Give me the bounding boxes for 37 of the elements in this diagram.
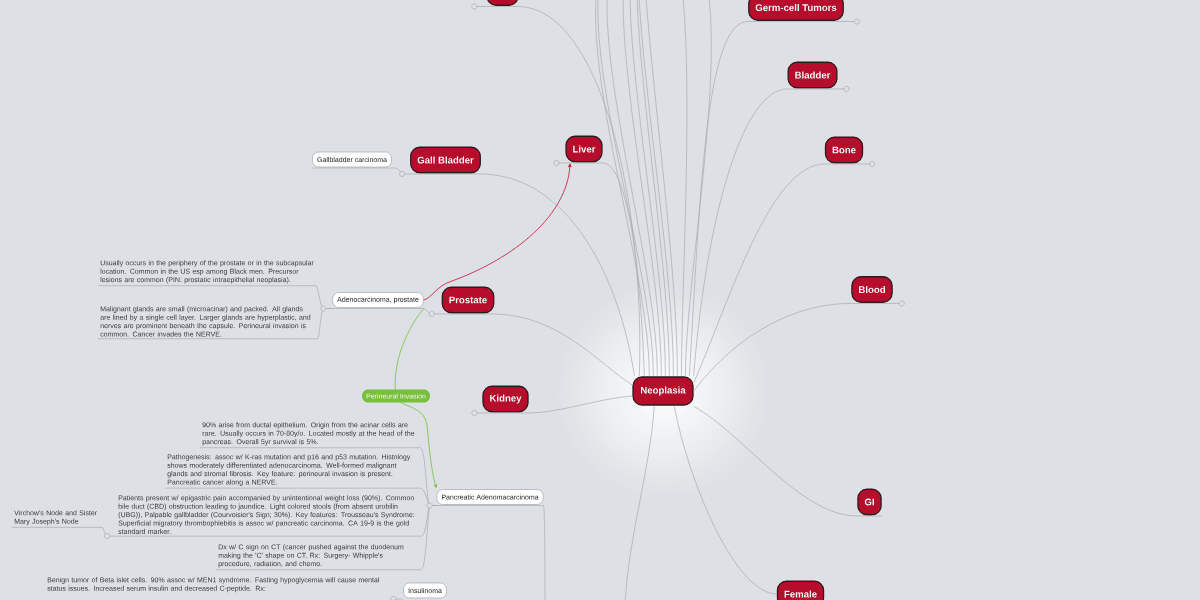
topic-box: Gall Bladder (410, 146, 481, 174)
connector-line (674, 405, 778, 595)
connector-line (331, 308, 442, 315)
connector-line (693, 88, 838, 377)
topic-box: Prostate (441, 286, 495, 314)
connector-line (693, 303, 894, 392)
connector-line (693, 405, 883, 517)
connector-line (624, 405, 655, 600)
topic-box: Liver (565, 135, 603, 163)
connector-line (486, 6, 641, 377)
topic-box: Germ-cell Tumors (748, 0, 844, 21)
connector-line (685, 0, 712, 377)
connector-line (689, 21, 845, 377)
connector-line (629, 0, 666, 377)
arrow (394, 308, 438, 488)
topic-box: Female (776, 580, 825, 600)
connector-line (311, 167, 411, 175)
connector-line (482, 395, 633, 414)
topic-box: Bladder (787, 61, 838, 89)
connector-line (97, 308, 333, 340)
connector-line (441, 313, 633, 386)
connector-line (645, 0, 678, 377)
connector-line (606, 0, 658, 377)
connector-line (11, 527, 117, 537)
connector-line (565, 162, 645, 377)
connector-line (409, 173, 635, 377)
connector-line (693, 163, 864, 384)
topic-box: GI (857, 488, 882, 516)
connector-line (436, 505, 546, 600)
central-topic-box: Neoplasia (632, 376, 694, 406)
topic-box: Blood (851, 276, 893, 303)
connector-line (622, 0, 662, 377)
topic-box: Kidney (482, 385, 529, 413)
arrow (423, 163, 572, 301)
connector-line (681, 0, 688, 377)
topic-box (486, 0, 519, 6)
topic-box: Bone (824, 136, 864, 164)
